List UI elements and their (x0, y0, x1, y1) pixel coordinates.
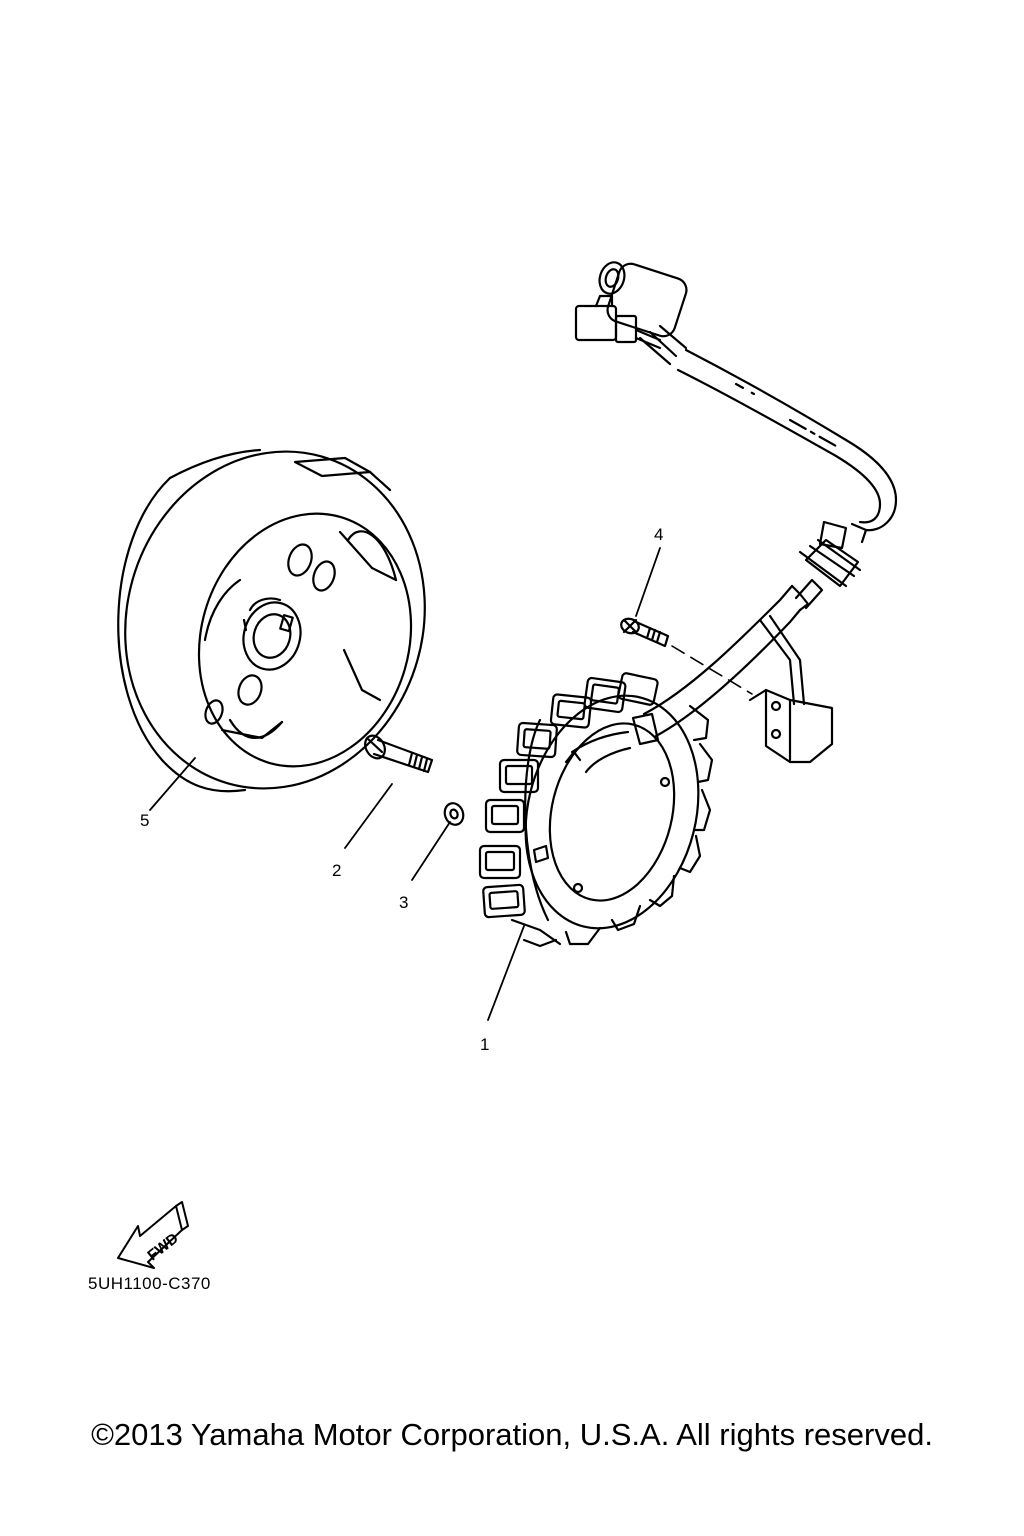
leader-line-5 (149, 757, 196, 811)
callout-4: 4 (654, 525, 663, 544)
connector-round (598, 261, 688, 366)
wiring-harness (574, 261, 898, 532)
leader-line-4 (635, 547, 661, 617)
connector-square (574, 294, 662, 350)
flywheel-rotor (117, 448, 426, 793)
bolt (364, 734, 434, 774)
callout-3: 3 (399, 893, 408, 912)
callout-2: 2 (332, 861, 341, 880)
fwd-arrow-icon: FWD (117, 1201, 189, 1269)
leader-lines (149, 547, 661, 1021)
leader-line-3 (411, 821, 451, 881)
alignment-line (671, 645, 753, 695)
diagram-code: 5UH1100-C370 (88, 1274, 211, 1293)
washer (443, 802, 465, 826)
leader-line-1 (487, 925, 525, 1021)
copyright-notice: ©2013 Yamaha Motor Corporation, U.S.A. A… (91, 1417, 933, 1452)
leader-line-2 (344, 783, 393, 849)
stator-coils (478, 672, 714, 948)
callout-1: 1 (480, 1035, 489, 1054)
callout-5: 5 (140, 811, 149, 830)
screw (620, 617, 670, 648)
stator-assembly (478, 520, 868, 948)
